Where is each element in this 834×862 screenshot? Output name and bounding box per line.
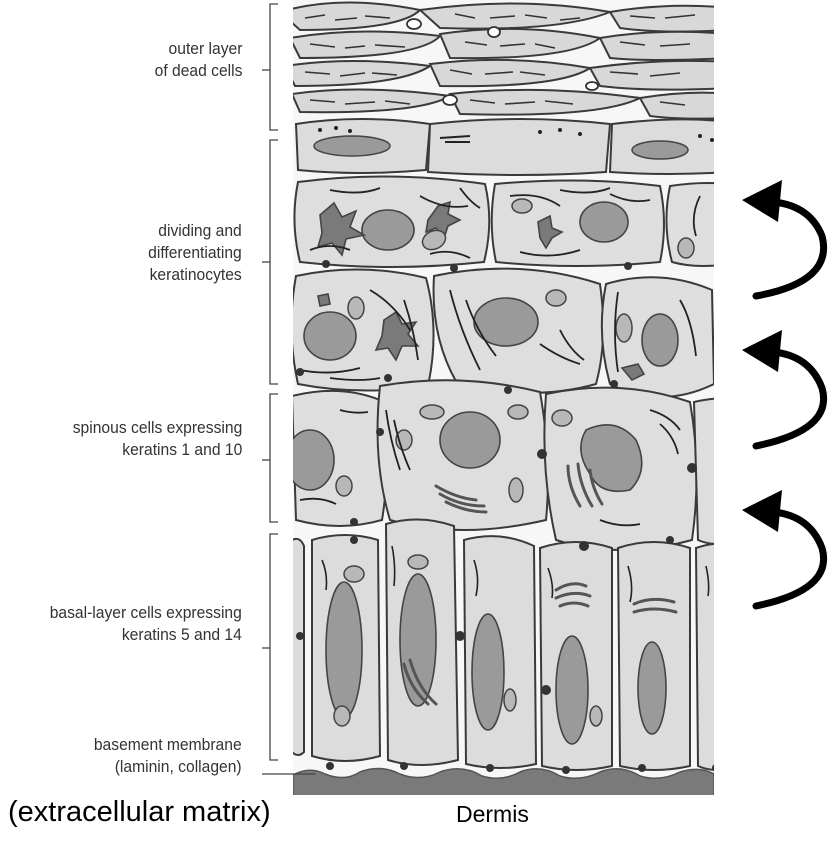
curved-arrow-icon [742, 490, 827, 610]
label-line: spinous cells expressing [72, 418, 242, 437]
granule-dots [318, 126, 714, 143]
label-line: keratins 5 and 14 [122, 625, 242, 644]
mitochondria-upper [421, 198, 695, 259]
label-outer-layer: outer layer of dead cells [154, 38, 242, 82]
label-line: of dead cells [154, 61, 242, 80]
label-line: (laminin, collagen) [115, 757, 242, 776]
nuclei-upper-row [316, 200, 629, 257]
nuclei-lower-row [303, 293, 679, 381]
label-basement-membrane: basement membrane (laminin, collagen) [94, 734, 242, 778]
label-line: keratins 1 and 10 [122, 440, 242, 459]
golgi-basal [402, 582, 678, 706]
layer-brackets [262, 3, 316, 775]
nuclei-spinous [293, 411, 643, 493]
label-line: basement membrane [94, 735, 242, 754]
filaments-lower [299, 289, 697, 381]
residual-nuclei [406, 18, 599, 106]
label-line: keratinocytes [149, 265, 242, 284]
granular-nuclei [313, 135, 689, 160]
desmosomes [296, 260, 714, 774]
keratinocyte-row-upper [293, 175, 714, 268]
label-basal-layer: basal-layer cells expressing keratins 5 … [50, 602, 242, 646]
label-line: basal-layer cells expressing [49, 603, 242, 622]
label-extracellular-matrix: (extracellular matrix) [8, 796, 271, 828]
filaments-basal [321, 545, 710, 603]
upward-migration-arrows [742, 180, 827, 610]
label-line: dividing and [158, 221, 242, 240]
basement-membrane [293, 767, 714, 795]
golgi-spinous [434, 462, 604, 514]
filaments-spinous [299, 409, 681, 527]
nuclei-basal [325, 573, 667, 745]
dead-cell-layer [293, 1, 714, 120]
curved-arrow-icon [742, 330, 827, 450]
label-spinous-cells: spinous cells expressing keratins 1 and … [72, 417, 242, 461]
label-line: outer layer [168, 39, 242, 58]
filaments-upper [309, 187, 701, 259]
label-dermis: Dermis [456, 801, 529, 827]
mitochondria-lower [347, 289, 633, 343]
mitochondria-basal [333, 554, 603, 727]
label-dividing-keratinocytes: dividing and differentiating keratinocyt… [148, 220, 242, 286]
label-line: differentiating [148, 243, 242, 262]
keratin-filament-lines [304, 13, 696, 106]
curved-arrow-icon [742, 180, 827, 300]
mitochondria-spinous [335, 404, 573, 503]
